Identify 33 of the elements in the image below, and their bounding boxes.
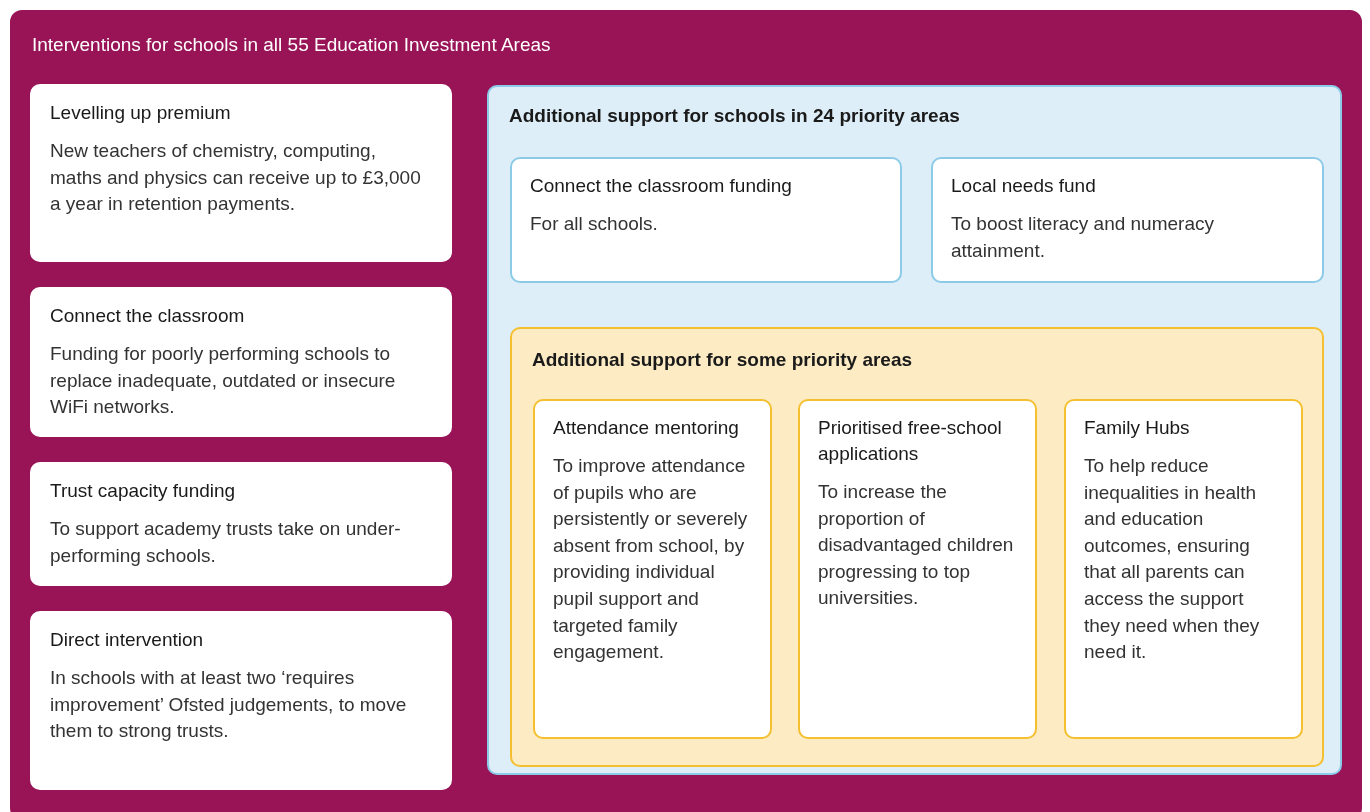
area-panel <box>10 10 1362 812</box>
priority-panel <box>510 327 1324 767</box>
card-heading: Local needs fund <box>951 174 1097 198</box>
priority-panel <box>487 85 1342 775</box>
card-heading: Additional support for some priority areas <box>532 348 914 372</box>
card-description: To boost literacy and numeracy attainment. <box>951 212 1215 263</box>
card-heading: Family Hubs <box>1084 416 1191 440</box>
intervention-card <box>1064 399 1303 739</box>
intervention-card <box>931 157 1324 283</box>
intervention-card <box>798 399 1037 739</box>
card-heading: Prioritised free-school applications <box>818 416 1003 466</box>
card-heading: Levelling up premium <box>50 101 232 125</box>
card-description: To help reduce inequalities in health and education outcomes, ensuring that all parents can access the support they need when they need it. <box>1084 454 1261 665</box>
card-heading: Trust capacity funding <box>50 479 237 503</box>
card-heading: Connect the classroom funding <box>530 174 793 198</box>
card-description: For all schools. <box>530 212 659 236</box>
card-heading: Connect the classroom <box>50 304 246 328</box>
card-description: In schools with at least two ‘requires improvement’ Ofsted judgements, to move them to strong trusts. <box>50 666 408 744</box>
card-heading: Attendance mentoring <box>553 416 740 440</box>
card-description: To support academy trusts take on under-performing schools. <box>50 517 402 568</box>
intervention-card <box>510 157 902 283</box>
card-description: To improve attendance of pupils who are persistently or severely absent from school, by providing individual pupil support and targeted family engagement. <box>553 454 749 665</box>
card-description: New teachers of chemistry, computing, maths and physics can receive up to £3,000 a year in retention payments. <box>50 139 422 217</box>
intervention-card <box>533 399 772 739</box>
intervention-card <box>30 287 452 437</box>
intervention-card <box>30 84 452 262</box>
card-heading: Interventions for schools in all 55 Education Investment Areas <box>32 33 552 57</box>
card-description: Funding for poorly performing schools to replace inadequate, outdated or insecure WiFi networks. <box>50 342 397 420</box>
card-heading: Direct intervention <box>50 628 205 652</box>
intervention-card <box>30 611 452 790</box>
card-heading: Additional support for schools in 24 priority areas <box>509 104 961 128</box>
intervention-card <box>30 462 452 586</box>
card-description: To increase the proportion of disadvantaged children progressing to top universities. <box>818 480 1015 611</box>
